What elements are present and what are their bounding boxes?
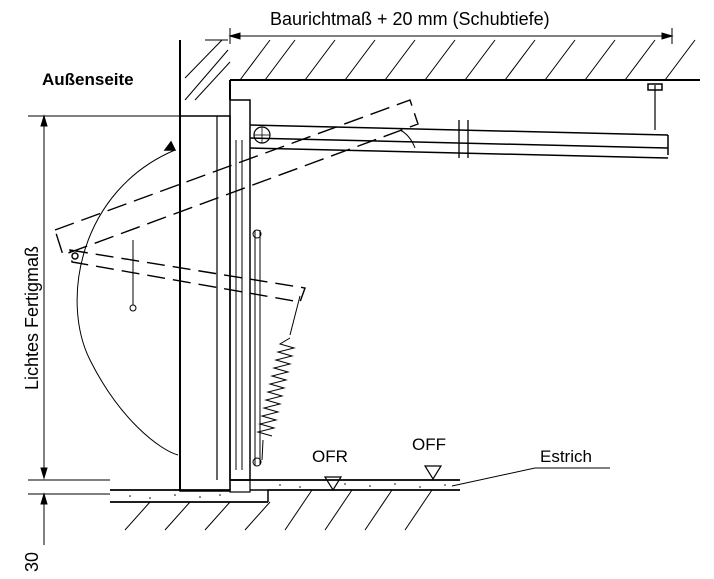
door-frame (179, 99, 251, 493)
clear-height-label: Lichtes Fertigmaß (22, 246, 42, 390)
lintel-wall (179, 39, 231, 490)
outside-label: Außenseite (42, 70, 134, 89)
screed-leader (451, 467, 610, 487)
tension-spring (252, 229, 301, 467)
floor-hatch (124, 489, 433, 531)
floor-offset-label: 30 (22, 552, 42, 572)
screed-dots (129, 483, 446, 499)
depth-dimension (228, 28, 674, 44)
floor (110, 479, 460, 531)
ceiling (229, 39, 700, 100)
door-leaf-positions (54, 99, 419, 456)
off-label: OFF (412, 435, 446, 454)
ofr-level-marker (323, 476, 343, 492)
ofr-label: OFR (312, 447, 348, 466)
horizontal-track (249, 83, 669, 159)
off-level-marker (423, 465, 443, 481)
depth-dimension-label: Baurichtmaß + 20 mm (Schubtiefe) (270, 9, 550, 29)
screed-label: Estrich (540, 447, 592, 466)
clear-height-dimension (28, 114, 180, 545)
ceiling-hatch (239, 39, 696, 81)
